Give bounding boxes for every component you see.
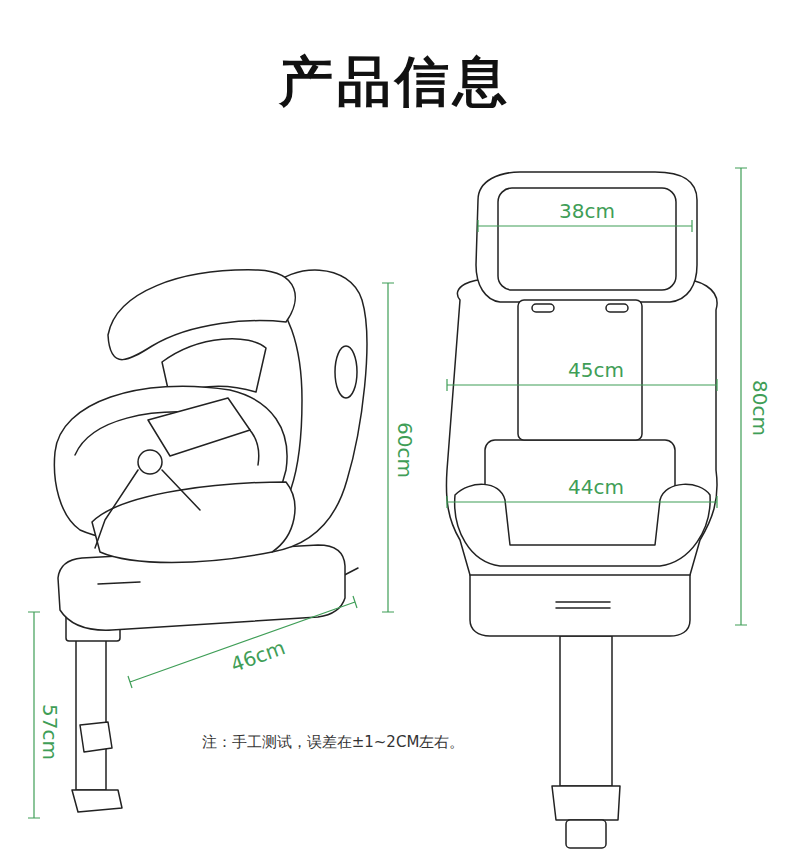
headrest-inner [498, 188, 676, 290]
foot-pad [566, 820, 606, 848]
chest-pad [148, 398, 250, 456]
dimension-label: 57cm [39, 701, 61, 763]
leg-clip [80, 722, 112, 752]
back-shell [446, 279, 717, 575]
harness-slot [532, 304, 554, 312]
base-slot [556, 602, 610, 608]
base-slot [98, 582, 140, 584]
seat-base [470, 570, 690, 636]
page-title: 产品信息 [279, 46, 511, 119]
harness-pad [518, 300, 642, 440]
harness-strap [95, 470, 200, 548]
dimension-label: 80cm [749, 377, 771, 439]
dimension-label: 60cm [394, 419, 416, 481]
dimension-label: 38cm [556, 200, 618, 222]
side-view-seat [54, 270, 367, 812]
rotation-dial [335, 346, 357, 398]
dimension-label: 46cm [225, 635, 291, 677]
seat-inner [485, 440, 675, 548]
dimension-label: 45cm [565, 359, 627, 381]
front-view-seat [446, 172, 717, 848]
support-leg [560, 636, 612, 786]
dimension-label: 44cm [565, 476, 627, 498]
dimension-line [382, 283, 394, 612]
leg-foot [552, 786, 620, 820]
note-text: 注：手工测试，误差在±1~2CM左右。 [202, 733, 465, 751]
support-leg [76, 640, 106, 790]
buckle [138, 450, 162, 474]
dimension-lines [28, 168, 747, 818]
dimension-line [128, 596, 357, 688]
leg-foot [72, 790, 122, 812]
dimension-line [735, 168, 747, 625]
headrest [476, 172, 697, 302]
harness-slot [606, 304, 628, 312]
